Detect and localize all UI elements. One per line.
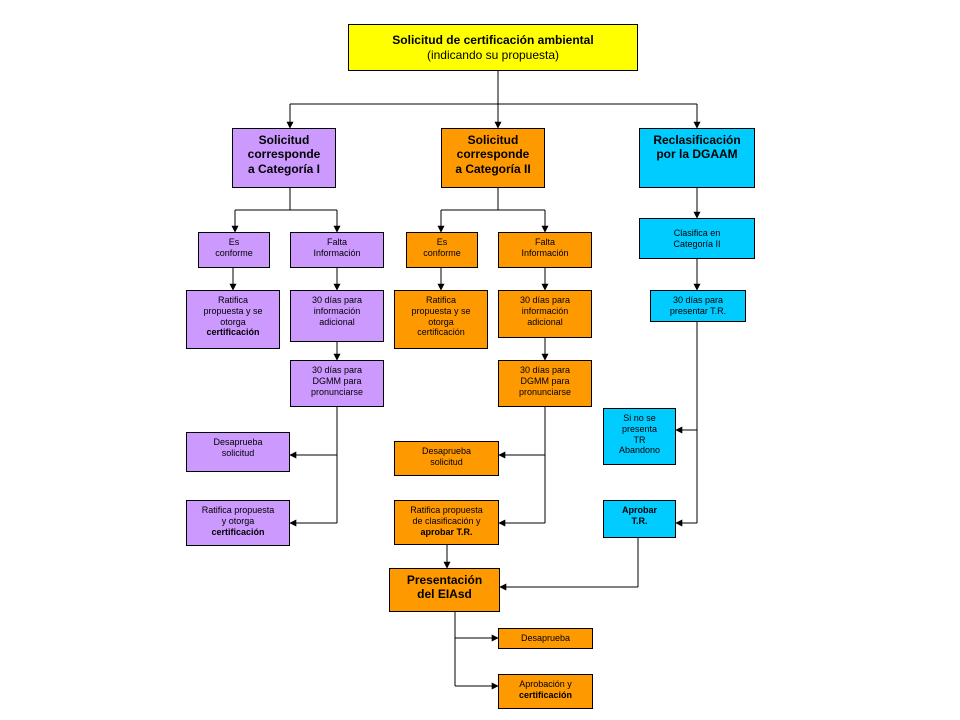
recl-30dias: 30 días para presentar T.R. <box>650 290 746 322</box>
cat2-desaprueba-l2: solicitud <box>430 456 463 467</box>
cat2-dgmm-l1: 30 días para <box>519 365 571 375</box>
cat2-ratifica2-bold: aprobar T.R. <box>420 526 473 537</box>
cat2-ratifica-l2: propuesta y se <box>411 305 471 316</box>
cat1-ratifica: Ratifica propuesta y se otorga certifica… <box>186 290 280 349</box>
cat1-desaprueba: Desaprueba solicitud <box>186 432 290 472</box>
cat1-ratifica2: Ratifica propuesta y otorga certificació… <box>186 500 290 546</box>
cat2-30dias-l3: adicional <box>527 316 563 327</box>
recl-clasifica-l1: Clasifica en <box>673 227 721 238</box>
cat1-header: Solicitud corresponde a Categoría I <box>232 128 336 188</box>
cat2-header: Solicitud corresponde a Categoría II <box>441 128 545 188</box>
cat1-ratifica-l1: Ratifica <box>217 295 248 305</box>
cat2-falta-l1: Falta <box>534 237 555 247</box>
recl-sino-l1: Si no se <box>623 413 656 423</box>
cat2-header-l3: a Categoría II <box>455 161 531 176</box>
eiasd-l1: Presentación <box>406 573 483 587</box>
title-line2: (indicando su propuesta) <box>426 47 560 62</box>
cat2-desaprueba-l1: Desaprueba <box>421 446 472 456</box>
cat1-dgmm-l3: pronunciarse <box>310 386 364 397</box>
recl-clasifica-l2: Categoría II <box>673 238 721 249</box>
cat1-ratifica-l3: otorga <box>220 316 246 327</box>
cat1-ratifica2-bold: certificación <box>211 526 265 537</box>
cat2-ratifica-l1: Ratifica <box>425 295 456 305</box>
recl-header-l1: Reclasificación <box>653 133 741 147</box>
final-aprobacion-bold: certificación <box>518 689 573 700</box>
cat2-conforme-l2: conforme <box>423 247 461 258</box>
cat2-conforme: Es conforme <box>406 232 478 268</box>
cat2-ratifica2-l1: Ratifica propuesta <box>410 505 483 515</box>
recl-sino-l3: TR <box>633 434 646 445</box>
cat1-ratifica-l2: propuesta y se <box>203 305 263 316</box>
cat2-30dias-l1: 30 días para <box>519 295 571 305</box>
cat2-header-l2: corresponde <box>456 147 530 162</box>
cat2-falta: Falta Información <box>498 232 592 268</box>
cat1-conforme: Es conforme <box>198 232 270 268</box>
cat1-dgmm-l2: DGMM para <box>312 375 362 386</box>
cat1-conforme-l2: conforme <box>215 247 253 258</box>
recl-30dias-l2: presentar T.R. <box>669 305 727 316</box>
recl-30dias-l1: 30 días para <box>672 295 724 305</box>
cat1-desaprueba-l2: solicitud <box>221 447 255 458</box>
cat2-ratifica-l3: otorga <box>428 316 454 327</box>
cat1-30dias-l2: información <box>313 305 361 316</box>
cat2-conforme-l1: Es <box>436 237 448 247</box>
cat2-desaprueba: Desaprueba solicitud <box>394 441 499 476</box>
recl-sino: Si no se presenta TR Abandono <box>603 408 676 465</box>
cat1-header-l3: a Categoría I <box>247 161 321 176</box>
cat2-ratifica-l4: certificación <box>417 327 465 338</box>
eiasd-l2: del EIAsd <box>417 587 472 602</box>
cat1-ratifica2-l2: y otorga <box>221 515 255 526</box>
cat1-ratifica2-l1: Ratifica propuesta <box>201 505 275 515</box>
final-desaprueba-text: Desaprueba <box>520 633 571 643</box>
cat1-30dias-l1: 30 días para <box>311 295 363 305</box>
cat2-dgmm-l2: DGMM para <box>520 375 570 386</box>
cat1-dgmm-l1: 30 días para <box>311 365 363 375</box>
recl-aprobar-l2: T.R. <box>631 515 648 526</box>
recl-header-l2: por la DGAAM <box>656 147 738 162</box>
cat1-dgmm: 30 días para DGMM para pronunciarse <box>290 360 384 407</box>
recl-aprobar: Aprobar T.R. <box>603 500 676 538</box>
recl-aprobar-l1: Aprobar <box>621 505 657 515</box>
cat2-falta-l2: Información <box>521 247 569 258</box>
recl-clasifica: Clasifica en Categoría II <box>639 218 755 259</box>
recl-sino-l4: Abandono <box>618 445 661 456</box>
cat1-conforme-l1: Es <box>228 237 240 247</box>
cat1-desaprueba-l1: Desaprueba <box>213 437 263 447</box>
title-line1: Solicitud de certificación ambiental <box>392 33 594 48</box>
recl-header: Reclasificación por la DGAAM <box>639 128 755 188</box>
cat1-30dias: 30 días para información adicional <box>290 290 384 342</box>
cat2-dgmm: 30 días para DGMM para pronunciarse <box>498 360 592 407</box>
final-aprobacion-l1: Aprobación y <box>519 679 572 689</box>
cat1-falta-l1: Falta <box>326 237 347 247</box>
cat2-30dias: 30 días para información adicional <box>498 290 592 338</box>
cat1-falta: Falta Información <box>290 232 384 268</box>
cat1-header-l1: Solicitud <box>258 133 310 147</box>
cat2-dgmm-l3: pronunciarse <box>518 386 572 397</box>
cat1-falta-l2: Información <box>313 247 361 258</box>
final-aprobacion: Aprobación y certificación <box>498 674 593 709</box>
recl-sino-l2: presenta <box>621 423 658 434</box>
cat1-ratifica-bold: certificación <box>206 327 260 338</box>
title-box: Solicitud de certificación ambiental (in… <box>348 24 638 71</box>
cat2-ratifica2-l2: de clasificación y <box>412 515 481 526</box>
eiasd-box: Presentación del EIAsd <box>389 568 500 612</box>
final-desaprueba: Desaprueba <box>498 628 593 649</box>
cat2-ratifica2: Ratifica propuesta de clasificación y ap… <box>394 500 499 545</box>
cat2-30dias-l2: información <box>521 305 569 316</box>
cat2-ratifica: Ratifica propuesta y se otorga certifica… <box>394 290 488 349</box>
cat1-header-l2: corresponde <box>247 147 321 162</box>
cat1-30dias-l3: adicional <box>319 316 355 327</box>
cat2-header-l1: Solicitud <box>467 133 519 147</box>
